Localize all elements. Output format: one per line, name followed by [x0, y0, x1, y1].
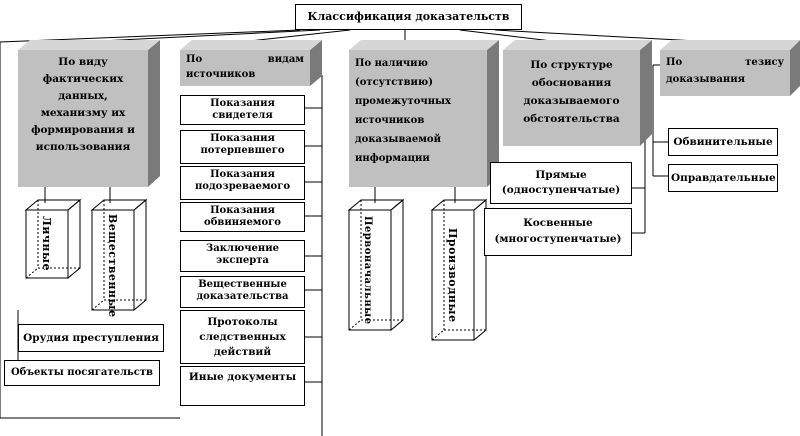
item-label: Показания свидетеля — [210, 98, 275, 121]
item-label: Заключение эксперта — [206, 243, 279, 266]
category-face — [180, 50, 310, 86]
item-objects-of-encroachment: Объекты посягательств — [4, 360, 160, 386]
item-suspect-testimony: Показания подозреваемого — [180, 166, 305, 200]
child-material: Вещественные — [106, 214, 119, 318]
category-label: По структуре обоснования доказываемого о… — [523, 59, 620, 125]
item-victim-testimony: Показания потерпевшего — [180, 130, 305, 164]
child-accusatory: Обвинительные — [668, 128, 778, 156]
category-by-fact-type: По виду фактических данных, механизму их… — [18, 50, 148, 187]
category-label: По наличию (отсутствию) промежуточных ис… — [355, 58, 452, 164]
item-label: Иные документы — [188, 371, 297, 383]
child-personal: Личные — [40, 216, 53, 272]
category-by-source-type: По видам источников — [180, 50, 310, 86]
item-expert-opinion: Заключение эксперта — [180, 240, 305, 272]
root-label: Классификация доказательств — [307, 10, 510, 23]
item-crime-instruments: Орудия преступления — [18, 324, 164, 352]
category-face — [503, 50, 640, 146]
item-label: Протоколы следственных действий — [199, 316, 286, 358]
category-by-thesis: По тезису доказывания — [660, 50, 790, 96]
item-label: Показания подозреваемого — [194, 169, 290, 192]
child-exculpatory: Оправдательные — [668, 164, 778, 192]
item-investigative-protocols: Протоколы следственных действий — [180, 310, 305, 364]
item-witness-testimony: Показания свидетеля — [180, 95, 305, 125]
category-by-intermediate-sources: По наличию (отсутствию) промежуточных ис… — [349, 50, 487, 187]
item-accused-testimony: Показания обвиняемого — [180, 202, 305, 232]
item-other-documents: Иные документы — [180, 366, 305, 406]
item-label: Оправдательные — [671, 172, 776, 184]
item-label: Вещественные доказательства — [196, 279, 289, 302]
child-derivative: Производные — [446, 227, 459, 323]
item-label: Объекты посягательств — [10, 367, 154, 378]
item-label: Прямые (одноступенчатые) — [501, 169, 621, 196]
category-face — [18, 50, 148, 187]
root-node: Классификация доказательств — [295, 4, 522, 30]
item-label: Показания обвиняемого — [204, 205, 281, 228]
item-label: Косвенные (многоступенчатые) — [494, 217, 622, 245]
item-material-evidence: Вещественные доказательства — [180, 276, 305, 308]
item-label: Орудия преступления — [23, 332, 159, 344]
child-direct: Прямые (одноступенчатые) — [490, 162, 632, 204]
child-primary: Первоначальные — [362, 215, 373, 325]
category-label: По видам источников — [186, 54, 304, 80]
category-face — [349, 50, 487, 187]
category-by-structure: По структуре обоснования доказываемого о… — [503, 50, 640, 146]
category-label: По тезису доказывания — [666, 57, 784, 85]
item-label: Показания потерпевшего — [200, 133, 285, 156]
category-face — [660, 50, 790, 96]
item-label: Обвинительные — [673, 136, 773, 148]
category-label: По виду фактических данных, механизму их… — [31, 56, 135, 153]
child-indirect: Косвенные (многоступенчатые) — [484, 208, 632, 256]
